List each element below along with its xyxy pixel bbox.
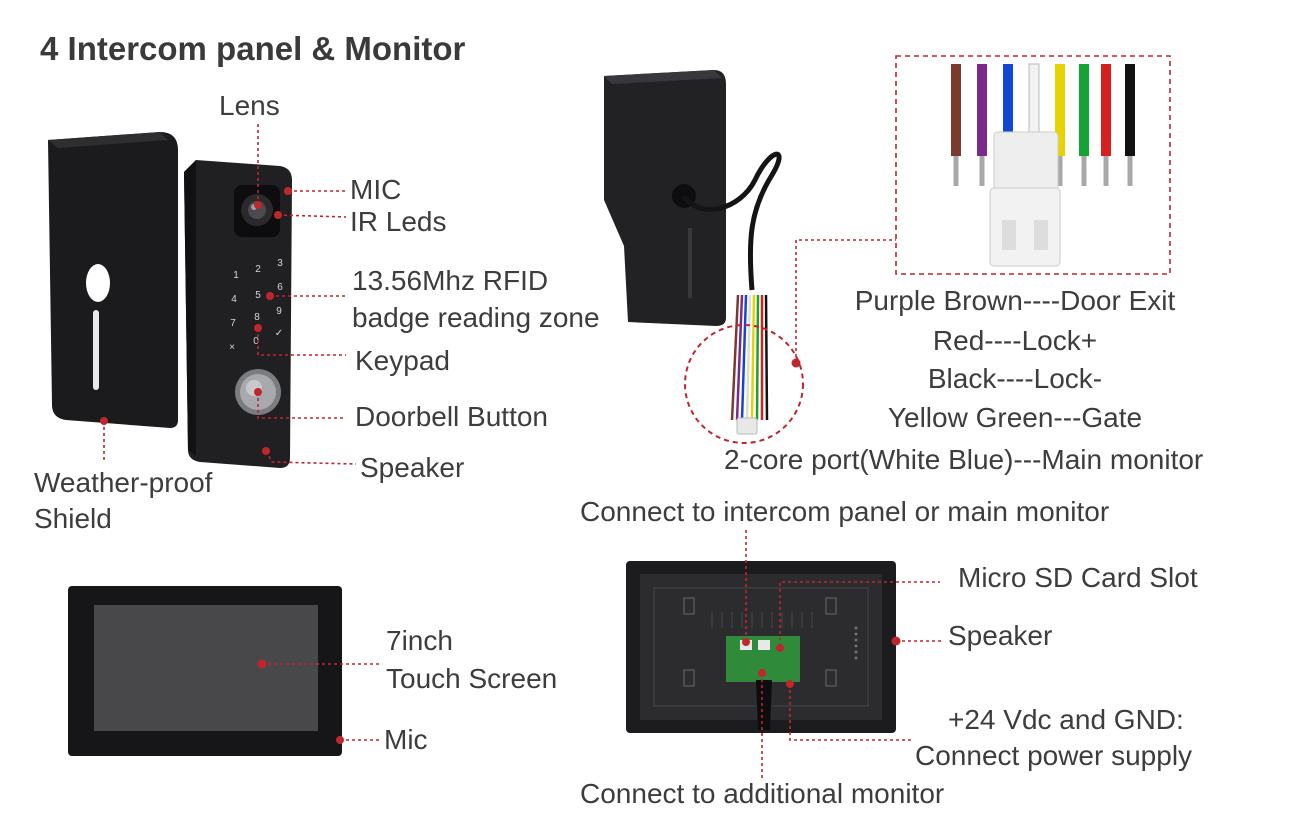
label-ir-leds: IR Leds (350, 206, 447, 237)
wire-0 (951, 64, 961, 156)
monitor-back (626, 561, 896, 733)
speaker-hole (854, 632, 858, 636)
wiring-line-door-exit: Purple Brown----Door Exit (854, 285, 1176, 316)
keypad-key: ✓ (275, 328, 283, 339)
wiring-line-lock-minus: Black----Lock- (927, 363, 1103, 394)
wire-6 (1101, 64, 1111, 156)
label-speaker-panel: Speaker (360, 452, 465, 483)
label-monitor-speaker: Speaker (948, 620, 1053, 651)
wire-4 (1055, 64, 1065, 156)
keypad-key: × (229, 342, 235, 353)
wire-7 (1125, 64, 1135, 156)
intercom-housing-side (604, 70, 782, 326)
cable-wire-bundle (730, 294, 769, 435)
label-sd-slot: Micro SD Card Slot (958, 562, 1198, 593)
wire-2 (1003, 64, 1013, 156)
wire-5 (1079, 64, 1089, 156)
wire-tip-0 (953, 156, 959, 186)
speaker-hole (854, 644, 858, 648)
label-connect-bottom: Connect to additional monitor (580, 778, 945, 809)
page-title: 4 Intercom panel & Monitor (40, 30, 466, 67)
label-shield-line2: Shield (34, 503, 112, 534)
wire-tip-5 (1081, 156, 1087, 186)
label-screen-line1: 7inch (386, 625, 453, 656)
wire-connector-zoom-box (895, 55, 1171, 275)
label-mic: MIC (350, 174, 402, 205)
wire-tip-7 (1127, 156, 1133, 186)
keypad-key: 7 (230, 318, 236, 329)
label-rfid-line1: 13.56Mhz RFID (352, 265, 549, 296)
wire-1 (977, 64, 987, 156)
label-lens: Lens (219, 90, 280, 121)
keypad-key: 3 (277, 258, 283, 269)
speaker-hole (854, 626, 858, 630)
wiring-line-main-monitor: 2-core port(White Blue)---Main monitor (724, 444, 1204, 475)
wire-tip-1 (979, 156, 985, 186)
label-power-line1: +24 Vdc and GND: (948, 704, 1184, 735)
wiring-line-gate: Yellow Green---Gate (887, 402, 1143, 433)
panel-leader-lines (254, 124, 357, 465)
keypad-keys: 1 2 3 4 5 6 7 8 9 × 0 ✓ (229, 258, 283, 353)
speaker-hole (854, 650, 858, 654)
label-monitor-mic: Mic (384, 724, 428, 755)
wire-tip-4 (1057, 156, 1063, 186)
keypad-key: 1 (233, 270, 239, 281)
keypad-key: 9 (276, 306, 282, 317)
speaker-hole (854, 656, 858, 660)
connector-highlight-circle (684, 239, 896, 444)
keypad-key: 6 (277, 282, 283, 293)
label-connect-top: Connect to intercom panel or main monito… (580, 496, 1110, 527)
label-doorbell-button: Doorbell Button (355, 401, 549, 432)
label-power-line2: Connect power supply (915, 740, 1193, 771)
keypad-key: 8 (254, 312, 260, 323)
label-keypad: Keypad (355, 345, 450, 376)
monitor-back-leaders (742, 530, 944, 780)
keypad-key: 5 (255, 290, 261, 301)
keypad-key: 0 (253, 336, 259, 347)
speaker-hole (854, 638, 858, 642)
monitor-front (68, 586, 382, 756)
label-rfid-line2: badge reading zone (352, 302, 600, 333)
label-shield-line1: Weather-proof (34, 467, 213, 498)
wire-tip-6 (1103, 156, 1109, 186)
label-screen-line2: Touch Screen (386, 663, 558, 694)
keypad-key: 4 (231, 294, 237, 305)
weather-proof-shield (48, 132, 178, 462)
keypad-key: 2 (255, 264, 261, 275)
wiring-line-lock-plus: Red----Lock+ (932, 325, 1098, 356)
